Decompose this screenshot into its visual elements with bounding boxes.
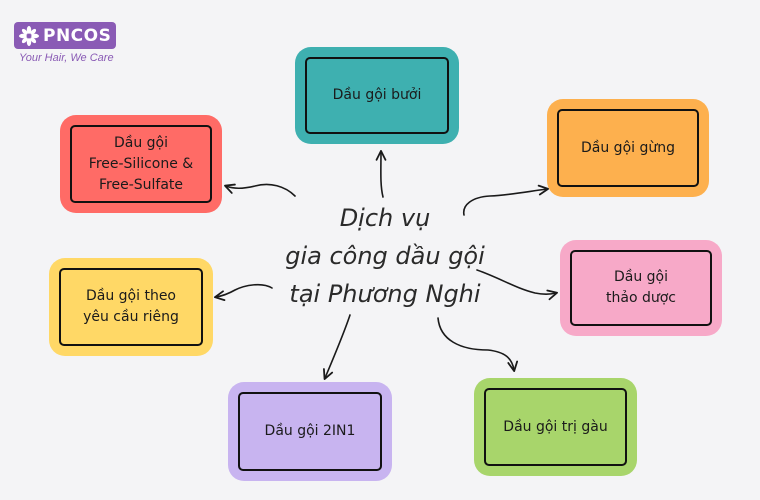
node-text: Dầu gội gừng xyxy=(581,139,675,156)
node-text: Dầu gội xyxy=(613,269,668,285)
node-text: Dầu gội xyxy=(113,134,169,151)
brand-tagline: Your Hair, We Care xyxy=(19,52,114,64)
node-label: Dầu gội theo yêu cầu riêng xyxy=(59,268,203,346)
node-text: Dầu gội trị gàu xyxy=(503,418,608,435)
node-text: Free-Silicone & xyxy=(88,155,194,172)
node-dau-goi-free-silicone: Dầu gội Free-Silicone & Free-Sulfate xyxy=(60,115,222,213)
node-text: Free-Sulfate xyxy=(98,176,184,193)
node-dau-goi-gung: Dầu gội gừng xyxy=(547,99,709,197)
center-title-line: Dịch vụ xyxy=(339,204,431,232)
arrow-to-2in1 xyxy=(323,314,351,380)
arrow-to-trigau xyxy=(437,317,519,373)
node-text: thảo dược xyxy=(606,290,676,306)
brand-logo: PNCOS xyxy=(14,22,116,49)
arrow-to-gung xyxy=(463,184,550,216)
node-label: Dầu gội 2IN1 xyxy=(238,392,382,471)
node-text: Dầu gội bưởi xyxy=(332,87,422,103)
center-title-line: gia công dầu gội xyxy=(285,242,485,270)
center-title-line: tại Phương Nghi xyxy=(289,280,481,308)
node-dau-goi-2in1: Dầu gội 2IN1 xyxy=(228,382,392,481)
arrow-to-thaoduoc xyxy=(476,269,558,301)
node-dau-goi-thao-duoc: Dầu gội thảo dược xyxy=(560,240,722,336)
node-dau-goi-theo-yeu-cau-rieng: Dầu gội theo yêu cầu riêng xyxy=(49,258,213,356)
node-label: Dầu gội thảo dược xyxy=(570,250,712,326)
node-text: Dầu gội theo xyxy=(85,288,176,304)
flower-logo-icon xyxy=(19,25,39,46)
node-label: Dầu gội bưởi xyxy=(305,57,449,134)
node-dau-goi-buoi: Dầu gội bưởi xyxy=(295,47,459,144)
node-label: Dầu gội Free-Silicone & Free-Sulfate xyxy=(70,125,212,203)
arrow-to-buoi xyxy=(375,149,387,198)
arrow-to-freesilicone xyxy=(224,183,296,197)
center-title: Dịch vụ gia công dầu gội tại Phương Nghi xyxy=(255,199,515,313)
node-text: Dầu gội 2IN1 xyxy=(264,423,356,439)
node-text: yêu cầu riêng xyxy=(83,309,179,325)
node-dau-goi-tri-gau: Dầu gội trị gàu xyxy=(474,378,637,476)
node-label: Dầu gội trị gàu xyxy=(484,388,627,466)
arrow-to-theoyeucau xyxy=(213,283,273,302)
node-label: Dầu gội gừng xyxy=(557,109,699,187)
brand-name: PNCOS xyxy=(43,25,112,46)
